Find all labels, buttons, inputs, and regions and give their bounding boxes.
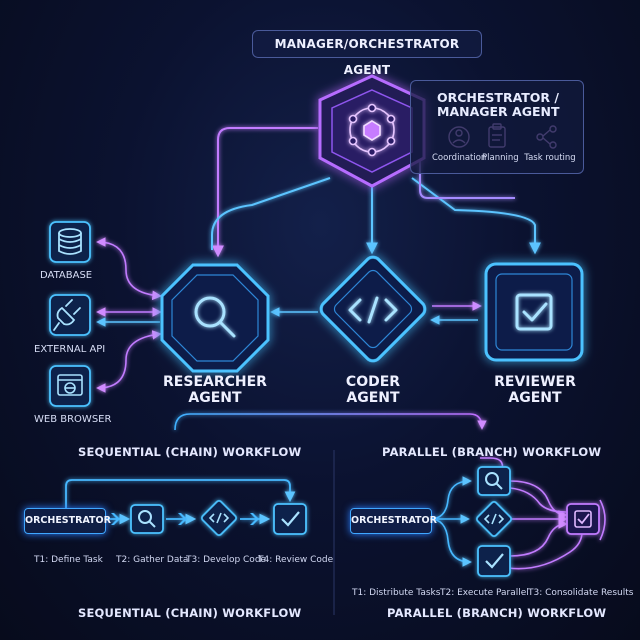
coder-label-line1: CODER	[345, 374, 401, 390]
reviewer-label-line1: REVIEWER	[494, 374, 576, 390]
par-consolidate-step	[566, 503, 600, 535]
par-step-3: T3: Consolidate Results	[528, 588, 634, 598]
par-orchestrator-box: ORCHESTRATOR	[350, 508, 437, 534]
par-loop-bot	[507, 531, 583, 570]
seq-researcher-step	[130, 504, 164, 534]
parallel-title: PARALLEL (BRANCH) WORKFLOW	[382, 445, 602, 459]
panel-title-line2: MANAGER AGENT	[437, 104, 560, 119]
page-title: MANAGER/ORCHESTRATOR AGENT	[252, 30, 482, 77]
par-merge-top2	[509, 487, 567, 513]
magnifier-icon	[194, 296, 236, 338]
seq-loop	[65, 479, 296, 508]
database-box	[49, 221, 91, 263]
feature-task-routing: Task routing	[524, 153, 576, 163]
feature-planning: Planning	[482, 153, 519, 163]
par-step-2: T2: Execute Parallel	[440, 588, 529, 598]
link-orchestrator-researcher	[212, 127, 318, 258]
workflow-split-bracket	[174, 413, 487, 431]
link-browser	[96, 330, 162, 393]
reviewer-node	[484, 262, 584, 362]
plug-icon	[53, 299, 81, 331]
link-reviewer-loop	[419, 160, 515, 199]
orchestrator-hexagon	[318, 74, 426, 188]
coder-node	[319, 255, 427, 363]
database-label: DATABASE	[40, 270, 93, 281]
seq-step-1: T1: Define Task	[34, 555, 103, 565]
seq-step-3: T3: Develop Code	[186, 555, 267, 565]
par-return	[599, 499, 606, 541]
web-browser-label: WEB BROWSER	[34, 414, 112, 425]
coder-label-line2: AGENT	[346, 390, 400, 406]
par-reviewer-step	[477, 545, 511, 577]
checkbox-icon	[515, 293, 553, 331]
par-coder-step	[475, 500, 513, 538]
database-icon	[58, 228, 82, 255]
orchestrator-panel	[410, 80, 584, 174]
par-researcher-step	[477, 466, 511, 496]
sequential-footer: SEQUENTIAL (CHAIN) WORKFLOW	[78, 606, 302, 620]
seq-coder-step	[200, 499, 238, 537]
external-api-label: EXTERNAL API	[34, 344, 106, 355]
feature-coordination: Coordination	[432, 153, 487, 163]
reviewer-label-line2: AGENT	[508, 390, 562, 406]
par-branch-bot	[429, 518, 472, 567]
browser-icon	[57, 374, 83, 396]
seq-orchestrator-box: ORCHESTRATOR	[24, 508, 111, 534]
link-orchestrator-coder-left	[211, 177, 331, 250]
par-step-1: T1: Distribute Tasks	[352, 588, 441, 598]
external-api-box	[49, 294, 91, 336]
seq-chevron-2	[178, 513, 187, 525]
researcher-label-line2: AGENT	[188, 390, 242, 406]
link-database	[96, 237, 162, 301]
code-icon	[348, 296, 398, 324]
researcher-node	[160, 263, 270, 373]
par-branch-top	[429, 476, 472, 520]
sequential-title: SEQUENTIAL (CHAIN) WORKFLOW	[78, 445, 302, 459]
seq-reviewer-step	[273, 503, 307, 535]
researcher-label-line1: RESEARCHER	[163, 374, 267, 390]
seq-step-4: T4: Review Code	[258, 555, 334, 565]
par-merge-bot	[509, 519, 568, 557]
seq-step-2: T2: Gather Data	[116, 555, 189, 565]
seq-chevron-3	[250, 513, 259, 525]
par-merge-top	[509, 480, 568, 520]
web-browser-box	[49, 365, 91, 407]
network-hub-icon	[348, 103, 396, 157]
link-orchestrator-reviewer	[411, 177, 541, 255]
seq-chevron-1	[111, 513, 120, 525]
parallel-footer: PARALLEL (BRANCH) WORKFLOW	[387, 606, 607, 620]
panel-title-line1: ORCHESTRATOR /	[437, 90, 559, 105]
